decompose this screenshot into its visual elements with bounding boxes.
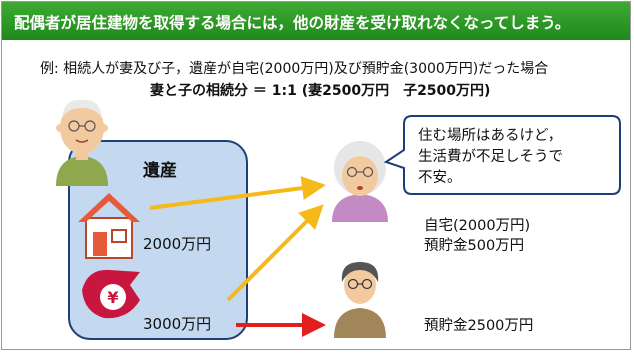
- speech-line-2: 生活費が不足しそうで: [418, 149, 563, 165]
- house-to-wife-arrow: [149, 176, 326, 210]
- child-receives: 預貯金2500万円: [424, 318, 534, 334]
- elderly-man-icon: [56, 99, 108, 186]
- son-icon: [334, 262, 386, 338]
- example-text: 例: 相続人が妻及び子，遺産が自宅(2000万円)及び預貯金(3000万円)だっ…: [40, 61, 549, 77]
- house-amount: 2000万円: [143, 235, 212, 253]
- house-icon: [78, 193, 140, 259]
- wife-receives-home: 自宅(2000万円): [424, 218, 531, 234]
- elderly-woman-icon: [332, 141, 388, 222]
- title-bar: 配偶者が居住建物を取得する場合には，他の財産を受け取れなくなってしまう。: [2, 2, 630, 40]
- savings-to-wife-arrow: [226, 204, 324, 302]
- wife-receives: 自宅(2000万円) 預貯金500万円: [424, 216, 530, 256]
- wife-receives-savings: 預貯金500万円: [424, 238, 525, 254]
- savings-amount: 3000万円: [143, 315, 212, 333]
- slide-title: 配偶者が居住建物を取得する場合には，他の財産を受け取れなくなってしまう。: [14, 14, 571, 32]
- yen-savings-icon: ¥: [82, 269, 140, 319]
- wife-speech-text: 住む場所はあるけど， 生活費が不足しそうで 不安。: [418, 126, 608, 189]
- speech-bubble: [383, 115, 621, 195]
- inheritance-ratio: 妻と子の相続分 ＝ 1:1 (妻2500万円 子2500万円): [150, 83, 491, 99]
- svg-text:¥: ¥: [107, 288, 118, 307]
- estate-label: 遺産: [143, 161, 177, 181]
- speech-line-3: 不安。: [418, 170, 462, 186]
- speech-line-1: 住む場所はあるけど，: [418, 128, 563, 144]
